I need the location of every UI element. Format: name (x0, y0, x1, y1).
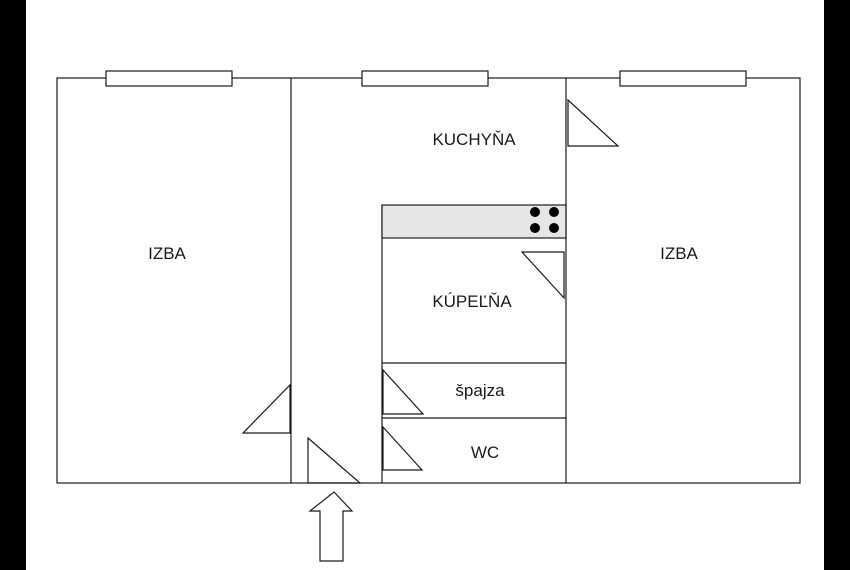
stove-burner-icon (549, 207, 559, 217)
window-icon (619, 70, 747, 87)
door-swing-icon (382, 368, 425, 415)
outer-walls (56, 77, 801, 484)
stove (530, 207, 559, 233)
window-icon (105, 70, 233, 87)
room-label-kitchen: KUCHYŇA (432, 130, 516, 149)
window-icon (361, 70, 489, 87)
entrance-arrow-icon (308, 491, 354, 562)
door-swing-icon (307, 436, 362, 484)
door-swing-icon (241, 383, 291, 434)
room-label-left-izba: IZBA (148, 244, 186, 263)
stove-burner-icon (530, 223, 540, 233)
stove-burner-icon (530, 207, 540, 217)
door-swing-icon (520, 251, 565, 300)
room-label-right-izba: IZBA (660, 244, 698, 263)
stove-burner-icon (549, 223, 559, 233)
room-label-pantry: špajza (455, 381, 505, 400)
door-swing-icon (382, 425, 424, 471)
door-swing-icon (567, 98, 620, 147)
room-label-wc: WC (471, 443, 499, 462)
floor-plan-sheet (26, 0, 824, 570)
room-label-bathroom: KÚPEĽŇA (432, 292, 512, 311)
